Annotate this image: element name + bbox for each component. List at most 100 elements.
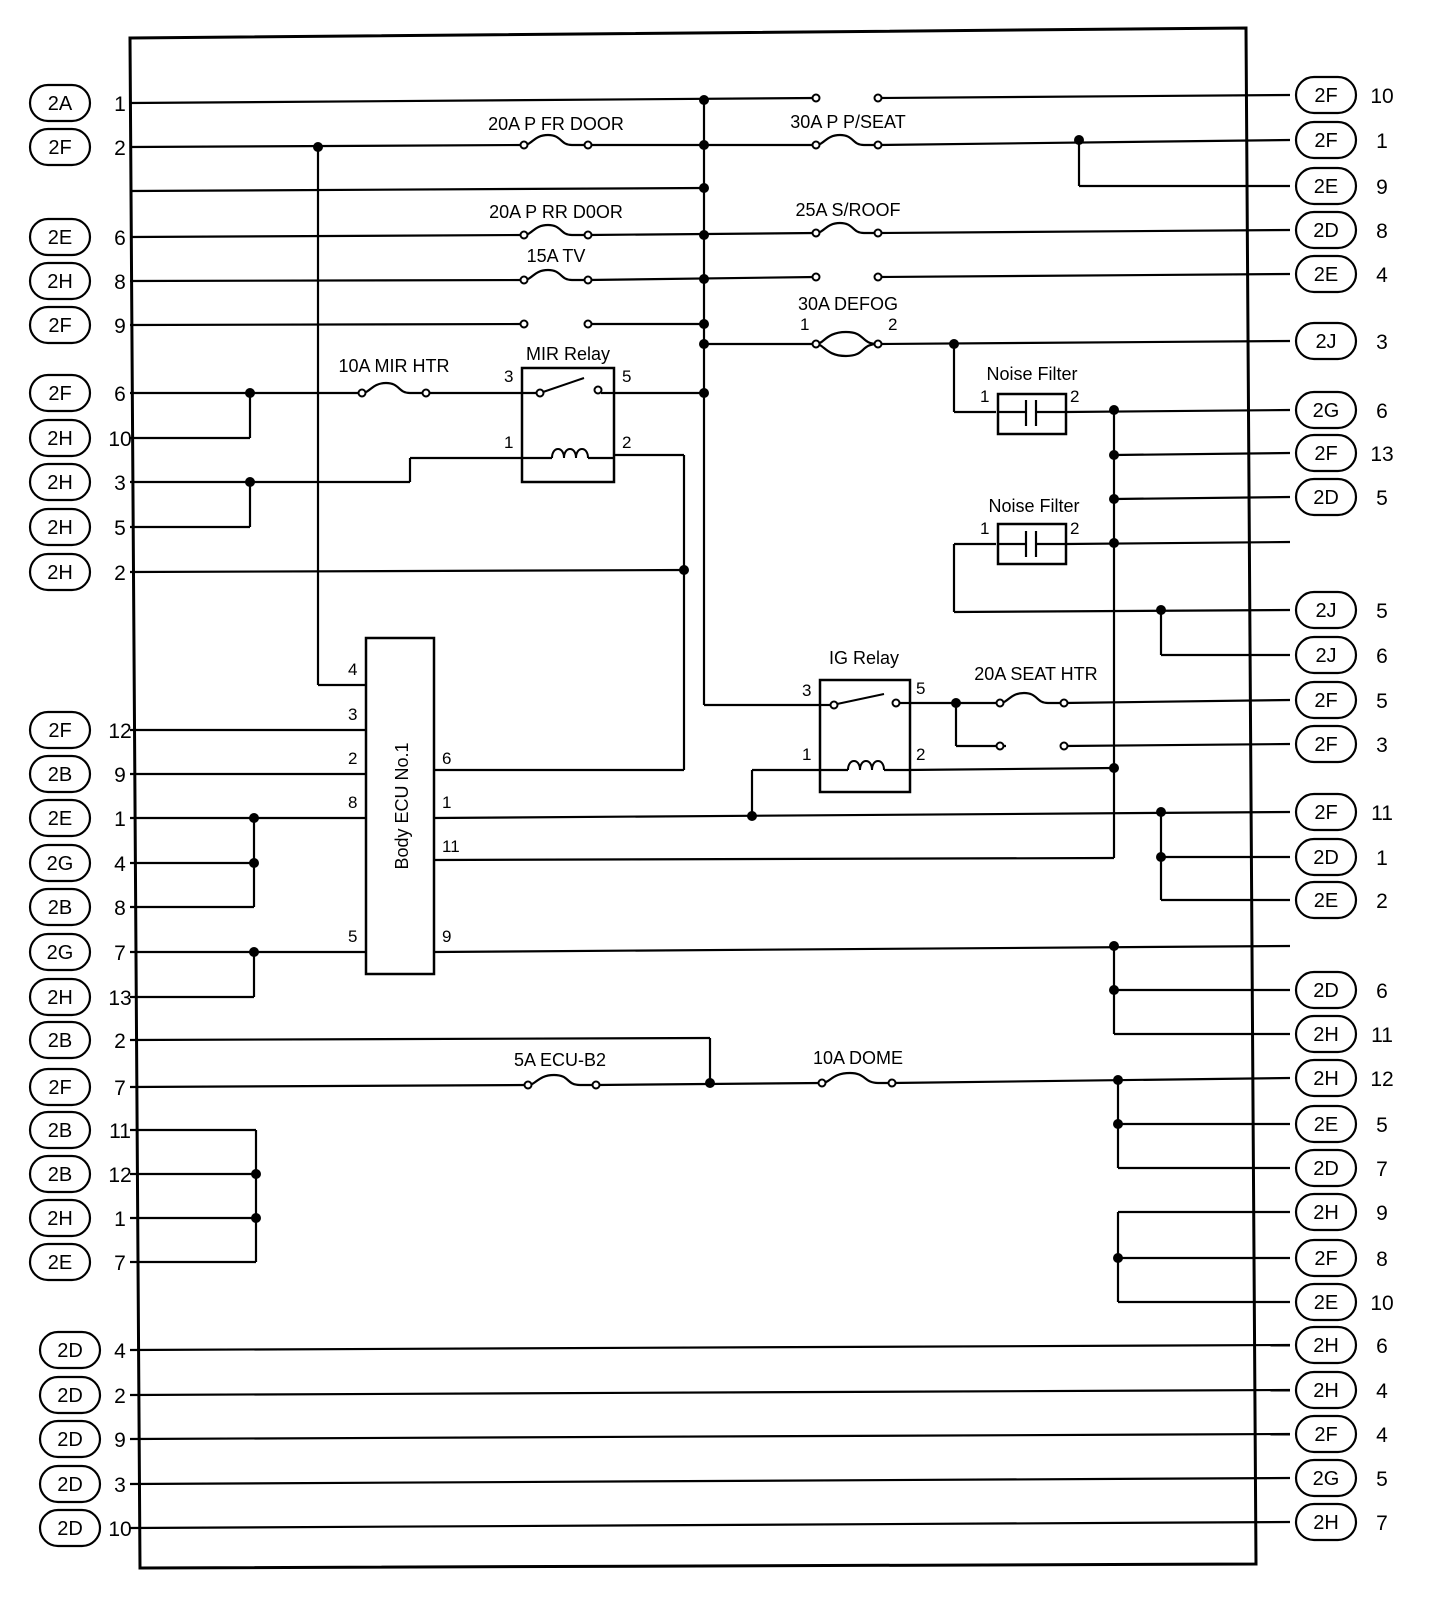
connector-pill xyxy=(28,552,92,592)
connector-pin-number: 6 xyxy=(1376,400,1388,423)
fuse-tv: 15A TV xyxy=(519,246,593,285)
connector-pin-number: 5 xyxy=(1376,600,1388,623)
connector-pin-number: 3 xyxy=(1376,734,1388,757)
connector-pill xyxy=(28,1110,92,1150)
noise-filter-2-terminal-2: 2 xyxy=(1070,519,1079,538)
connector-id: 2D xyxy=(57,1385,83,1407)
connector-pill xyxy=(1294,1458,1358,1498)
connector-id: 2E xyxy=(1314,176,1338,198)
connector-id: 2E xyxy=(1314,890,1338,912)
connector-pin-number: 2 xyxy=(114,562,126,585)
fuse-label-s-roof: 25A S/ROOF xyxy=(795,200,900,220)
connector-pin-number: 2 xyxy=(1376,890,1388,913)
connector-id: 2D xyxy=(1313,1158,1339,1180)
connector-pill xyxy=(1294,1014,1358,1054)
connector-id: 2G xyxy=(1313,1468,1340,1490)
connector-id: 2H xyxy=(47,271,73,293)
connector-pin-number: 10 xyxy=(108,428,131,451)
fuse-p-fr-door: 20A P FR DOOR xyxy=(488,114,624,150)
connector-id: 2H xyxy=(47,428,73,450)
connector-pin-number: 6 xyxy=(1376,980,1388,1003)
connector-pin-number: 7 xyxy=(114,1077,126,1100)
connector-pill xyxy=(1294,837,1358,877)
connector-pin-number: 7 xyxy=(114,942,126,965)
connector-pin-number: 12 xyxy=(108,1164,131,1187)
mir-relay-terminal-2: 2 xyxy=(622,433,631,452)
connector-pill xyxy=(1294,724,1358,764)
connector-pin-number: 9 xyxy=(1376,1202,1388,1225)
connector-pin-number: 4 xyxy=(1376,1380,1388,1403)
connector-id: 2F xyxy=(1314,130,1337,152)
noise-filter-2-terminal-1: 1 xyxy=(980,519,989,538)
left-connector-2h-10: 2H 10 xyxy=(28,418,132,458)
connector-id: 2E xyxy=(1314,1114,1338,1136)
fuse-label-mir-htr: 10A MIR HTR xyxy=(338,356,449,376)
connector-id: 2J xyxy=(1315,331,1336,353)
connector-id: 2E xyxy=(48,1252,72,1274)
connector-pin-number: 9 xyxy=(1376,176,1388,199)
connector-pin-number: 11 xyxy=(109,1120,131,1143)
connector-id: 2B xyxy=(48,1164,72,1186)
connector-pin-number: 11 xyxy=(1371,1024,1393,1047)
connector-id: 2F xyxy=(48,1077,71,1099)
ig-relay: IG Relay 3 5 1 2 xyxy=(802,648,925,794)
connector-pin-number: 9 xyxy=(114,315,126,338)
fuse-label-p-pseat: 30A P P/SEAT xyxy=(790,112,905,132)
connector-pill xyxy=(1294,1192,1358,1232)
connector-pill xyxy=(1294,120,1358,160)
connector-pin-number: 8 xyxy=(114,897,126,920)
connector-pill xyxy=(38,1419,102,1459)
connector-pin-number: 5 xyxy=(114,517,126,540)
connector-pill xyxy=(38,1464,102,1504)
connector-pin-number: 2 xyxy=(114,1030,126,1053)
fuse-seat-htr: 20A SEAT HTR xyxy=(974,664,1098,708)
connector-pill xyxy=(1294,75,1358,115)
noise-filter-2-label: Noise Filter xyxy=(988,496,1079,516)
connector-pin-number: 13 xyxy=(108,987,131,1010)
connector-id: 2A xyxy=(48,93,73,115)
body-ecu: Body ECU No.1 4 3 2 8 5 6 1 11 9 xyxy=(348,636,460,976)
connector-id: 2F xyxy=(48,383,71,405)
mir-relay: MIR Relay 3 5 1 2 xyxy=(504,344,631,484)
connector-pill xyxy=(1294,1238,1358,1278)
connector-id: 2F xyxy=(1314,1248,1337,1270)
fuse-defog: 30A DEFOG 1 2 xyxy=(798,294,898,358)
connector-pin-number: 8 xyxy=(114,271,126,294)
fuse-p-pseat: 30A P P/SEAT xyxy=(790,112,906,150)
connector-pin-number: 4 xyxy=(1376,264,1388,287)
connector-pill xyxy=(1294,1325,1358,1365)
mir-relay-label: MIR Relay xyxy=(526,344,610,364)
connector-id: 2D xyxy=(1313,847,1339,869)
left-connector-2h-8: 2H 8 xyxy=(28,261,126,301)
fuse-ecu-b2: 5A ECU-B2 xyxy=(514,1050,606,1090)
fuse-dome: 10A DOME xyxy=(813,1048,903,1088)
connector-pin-number: 10 xyxy=(1370,85,1393,108)
connector-pill xyxy=(38,1330,102,1370)
connector-pill xyxy=(28,373,92,413)
connector-pill xyxy=(1294,680,1358,720)
connector-id: 2G xyxy=(47,942,74,964)
connector-id: 2D xyxy=(1313,487,1339,509)
connector-pill xyxy=(28,754,92,794)
connector-pin-number: 4 xyxy=(114,853,126,876)
fuse-p-rr-door: 20A P RR D0OR xyxy=(489,202,623,240)
connector-pin-number: 6 xyxy=(114,383,126,406)
connector-pill xyxy=(28,1020,92,1060)
